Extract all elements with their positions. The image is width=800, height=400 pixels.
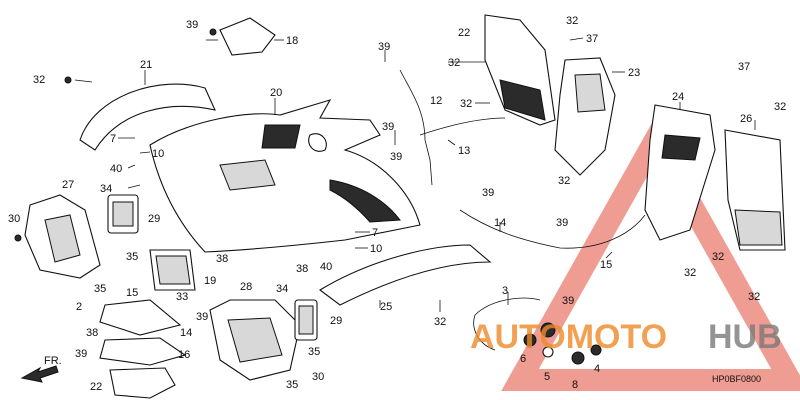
part-22 bbox=[64, 70, 216, 151]
label-13: 14 bbox=[494, 217, 506, 229]
label-33: 33 bbox=[176, 291, 188, 303]
part-labels: 39 18 21 32 20 7 10 40 34 27 30 29 35 38… bbox=[8, 15, 786, 393]
label-23: 22 bbox=[458, 27, 470, 39]
label-8: 8 bbox=[572, 379, 578, 391]
label-30a: 29 bbox=[148, 213, 160, 225]
front-direction-indicator: FR. bbox=[20, 355, 62, 383]
label-21: 20 bbox=[270, 87, 282, 99]
label-32f: 32 bbox=[774, 101, 786, 113]
label-38b: 38 bbox=[296, 263, 308, 275]
part-18 bbox=[209, 17, 284, 56]
label-39e: 39 bbox=[556, 217, 568, 229]
label-37a: 37 bbox=[586, 33, 598, 45]
label-25: 24 bbox=[672, 91, 684, 103]
label-26: 25 bbox=[380, 301, 392, 313]
part-27 bbox=[724, 129, 786, 251]
part-30 bbox=[107, 194, 318, 341]
label-37b: 37 bbox=[738, 61, 750, 73]
label-40a: 40 bbox=[110, 163, 122, 175]
label-32a: 32 bbox=[33, 74, 45, 86]
label-11: 12 bbox=[430, 95, 442, 107]
label-35c: 35 bbox=[308, 346, 320, 358]
label-24: 23 bbox=[628, 67, 640, 79]
hardware bbox=[523, 322, 602, 365]
part-20 bbox=[109, 367, 176, 399]
arrow-icon bbox=[20, 365, 59, 383]
label-34a: 34 bbox=[100, 183, 112, 195]
label-15: 15 bbox=[600, 259, 612, 271]
part-24 bbox=[554, 57, 616, 176]
label-35d: 35 bbox=[286, 379, 298, 391]
label-6: 6 bbox=[520, 353, 526, 365]
label-32e: 32 bbox=[566, 15, 578, 27]
label-31a: 30 bbox=[8, 213, 20, 225]
label-32c: 32 bbox=[448, 57, 460, 69]
label-30b: 29 bbox=[330, 315, 342, 327]
label-35a: 35 bbox=[126, 251, 138, 263]
leader-lines bbox=[74, 37, 756, 312]
label-4: 4 bbox=[594, 363, 600, 375]
label-3: 3 bbox=[502, 285, 508, 297]
part-29 bbox=[209, 299, 301, 381]
part-23 bbox=[484, 14, 556, 126]
direction-label: FR. bbox=[44, 355, 62, 367]
part-28 bbox=[14, 194, 101, 279]
label-14: 13 bbox=[458, 145, 470, 157]
label-32b: 32 bbox=[434, 316, 446, 328]
label-7a: 7 bbox=[110, 133, 116, 145]
label-32i: 32 bbox=[712, 251, 724, 263]
watermark-brand-left: AUTOMOTO bbox=[470, 318, 667, 356]
label-38a: 38 bbox=[216, 253, 228, 265]
label-35b: 35 bbox=[94, 283, 106, 295]
label-34b: 34 bbox=[276, 283, 288, 295]
label-31b: 30 bbox=[312, 371, 324, 383]
label-39a: 39 bbox=[378, 41, 390, 53]
label-19: 19 bbox=[204, 275, 216, 287]
label-10b: 10 bbox=[370, 243, 382, 255]
label-28: 27 bbox=[62, 179, 74, 191]
watermark-text: AUTOMOTO HUB bbox=[470, 318, 782, 356]
label-7b: 7 bbox=[372, 227, 378, 239]
part-26 bbox=[319, 244, 492, 308]
label-39b: 39 bbox=[382, 121, 394, 133]
label-22: 21 bbox=[140, 59, 152, 71]
diagram-code: HP0BF0800 bbox=[712, 374, 761, 384]
watermark-logo bbox=[501, 117, 800, 391]
label-39f: 39 bbox=[562, 295, 574, 307]
part-16 bbox=[99, 299, 182, 336]
label-39c: 39 bbox=[390, 151, 402, 163]
label-36c: 39 bbox=[75, 348, 87, 360]
label-32h: 32 bbox=[684, 267, 696, 279]
label-36a: 39 bbox=[186, 19, 198, 31]
label-1: 38 bbox=[86, 327, 98, 339]
part-19 bbox=[149, 249, 196, 291]
label-40b: 40 bbox=[320, 261, 332, 273]
label-32g: 32 bbox=[558, 175, 570, 187]
label-10a: 10 bbox=[152, 148, 164, 160]
label-36b: 39 bbox=[196, 311, 208, 323]
label-32d: 32 bbox=[460, 98, 472, 110]
label-16: 15 bbox=[126, 287, 138, 299]
label-18: 18 bbox=[286, 35, 298, 47]
watermark-brand-right: HUB bbox=[708, 318, 782, 356]
part-25 bbox=[644, 104, 716, 241]
cables bbox=[399, 69, 646, 351]
label-29: 28 bbox=[240, 281, 252, 293]
label-32j: 32 bbox=[748, 291, 760, 303]
label-12: 14 bbox=[180, 327, 192, 339]
label-17: 16 bbox=[178, 349, 190, 361]
label-2: 2 bbox=[76, 301, 82, 313]
label-20: 22 bbox=[90, 381, 102, 393]
label-27: 26 bbox=[740, 113, 752, 125]
part-17 bbox=[99, 337, 187, 366]
label-39d: 39 bbox=[482, 187, 494, 199]
label-5: 5 bbox=[544, 371, 550, 383]
part-21 bbox=[149, 98, 421, 253]
